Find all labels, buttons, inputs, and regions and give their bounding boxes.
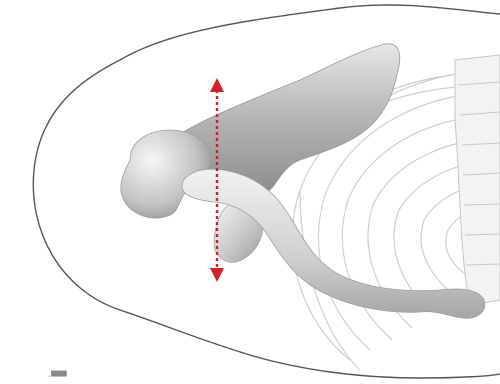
- arrow-down-icon: [210, 268, 224, 282]
- arrow-up-icon: [210, 78, 224, 92]
- spine: [455, 55, 500, 305]
- corner-mark: ·▀▀: [48, 372, 67, 383]
